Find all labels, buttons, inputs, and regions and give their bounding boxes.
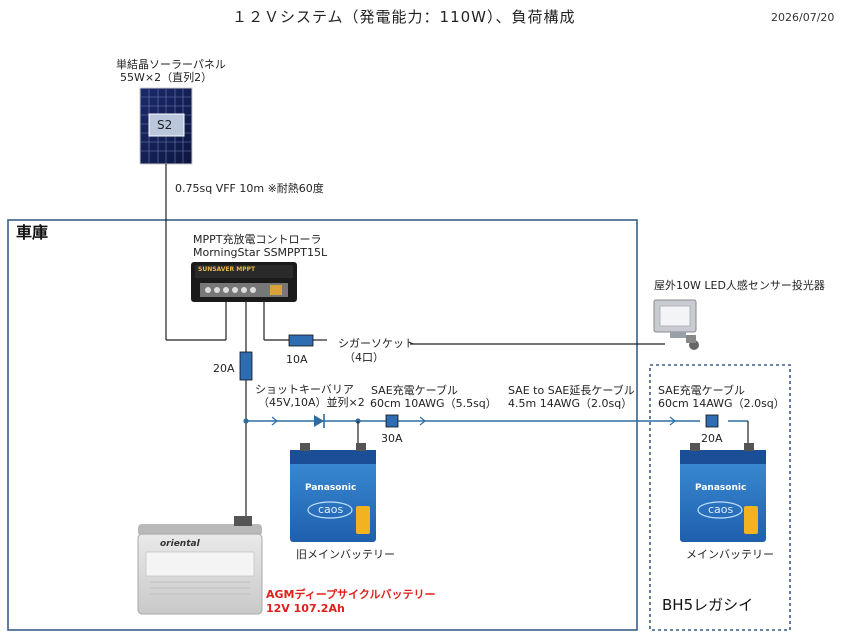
- fuse-20a-controller-label: 20A: [213, 362, 235, 375]
- fuse-10a: [288, 334, 314, 347]
- fuse-10a-label: 10A: [286, 353, 308, 366]
- fuse-30a-label: 30A: [381, 432, 403, 445]
- controller-brand: SUNSAVER MPPT: [198, 266, 256, 273]
- diode-label: ショットキーバリア: [255, 383, 354, 396]
- solar-panel-name: 単結晶ソーラーパネル: [116, 58, 226, 71]
- agm-battery-graphic: [137, 516, 263, 615]
- page-title: １２Ｖシステム（発電能力：110W）、負荷構成: [232, 8, 576, 26]
- sae-cable-1-label: SAE充電ケーブル: [371, 384, 459, 397]
- fuse-20a-controller: [239, 351, 253, 381]
- controller-title: MPPT充放電コントローラ: [193, 233, 322, 246]
- agm-battery-spec: 12V 107.2Ah: [266, 602, 345, 615]
- car-label: BH5レガシイ: [662, 596, 754, 614]
- sae-cable-2-label: SAE充電ケーブル: [658, 384, 746, 397]
- diode-spec: （45V,10A）並列×2: [258, 396, 365, 409]
- solar-panel-badge: S2: [157, 118, 173, 132]
- agm-battery-label: AGMディープサイクルバッテリー: [266, 588, 436, 601]
- agm-battery-brand: oriental: [160, 539, 200, 549]
- sae-extension-label: SAE to SAE延長ケーブル: [508, 384, 635, 397]
- car-frame: [649, 364, 791, 631]
- controller-model: MorningStar SSMPPT15L: [193, 246, 328, 259]
- date: 2026/07/20: [771, 11, 835, 24]
- sae-cable-2-spec: 60cm 14AWG（2.0sq）: [658, 397, 785, 410]
- cigar-socket-label: シガーソケット: [338, 337, 415, 350]
- main-battery-graphic: [680, 443, 766, 542]
- schottky-diode: [314, 414, 325, 428]
- floodlight-label: 屋外10W LED人感センサー投光器: [654, 279, 825, 292]
- old-battery-label: 旧メインバッテリー: [296, 548, 395, 561]
- garage-frame: [7, 219, 638, 631]
- solar-panel-spec: 55W×2（直列2）: [120, 71, 213, 84]
- solar-cable-label: 0.75sq VFF 10m ※耐熱60度: [175, 182, 324, 195]
- main-battery-logo: caos: [708, 503, 734, 516]
- floodlight: [653, 299, 699, 350]
- cigar-socket-ports: （4口）: [344, 351, 384, 364]
- old-battery-logo: caos: [318, 503, 344, 516]
- mppt-controller: [191, 262, 297, 302]
- garage-label: 車庫: [16, 223, 49, 242]
- old-battery-graphic: [290, 443, 376, 542]
- main-battery-label: メインバッテリー: [686, 548, 774, 561]
- fuse-20a-car: [705, 414, 719, 428]
- sae-cable-1-spec: 60cm 10AWG（5.5sq）: [370, 397, 497, 410]
- main-battery-brand: Panasonic: [695, 483, 747, 493]
- old-battery-brand: Panasonic: [305, 483, 357, 493]
- fuse-20a-car-label: 20A: [701, 432, 723, 445]
- fuse-30a: [385, 414, 399, 428]
- solar-panel: [139, 87, 193, 165]
- sae-extension-spec: 4.5m 14AWG（2.0sq）: [508, 397, 633, 410]
